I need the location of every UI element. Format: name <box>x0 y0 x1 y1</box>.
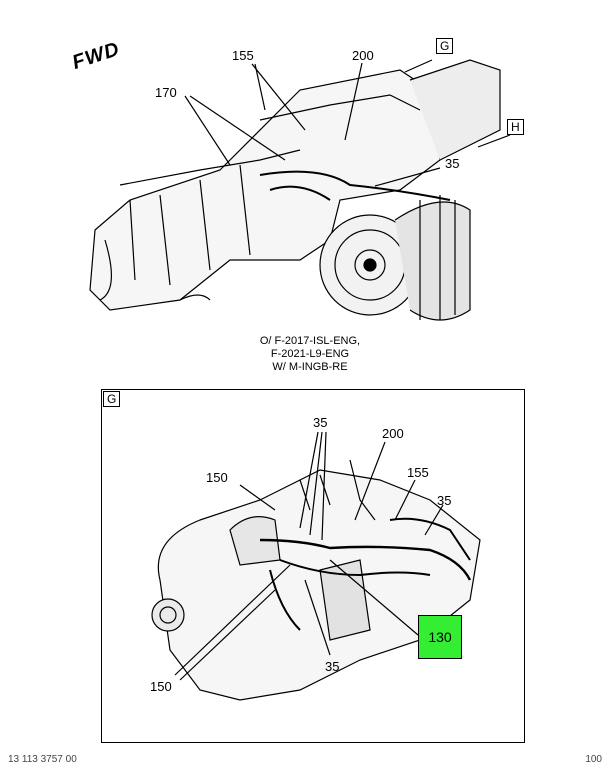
footer-part-number: 13 113 3757 00 <box>8 754 77 765</box>
callout-200-detail: 200 <box>382 426 404 441</box>
ref-box-h: H <box>507 119 524 135</box>
callout-150-detail-top: 150 <box>206 470 228 485</box>
callout-35-detail-top: 35 <box>313 415 328 430</box>
callout-150-detail-bottom: 150 <box>150 679 172 694</box>
callout-35-top: 35 <box>445 156 460 171</box>
caption-line-2: F-2021-L9-ENG <box>270 348 350 360</box>
footer-page-number: 100 <box>585 754 602 765</box>
applicability-caption: O/ F-2017-ISL-ENG, F-2021-L9-ENG W/ M-IN… <box>200 335 420 374</box>
callout-35-detail-right: 35 <box>437 493 452 508</box>
highlighted-callout-130[interactable]: 130 <box>418 615 462 659</box>
caption-line-1: O/ F-2017-ISL-ENG, <box>259 335 361 347</box>
caption-line-3: W/ M-INGB-RE <box>272 361 348 373</box>
ref-box-g: G <box>436 38 454 54</box>
detail-frame-letter: G <box>103 391 121 407</box>
callout-155-top: 155 <box>232 48 254 63</box>
callout-35-detail-bottom: 35 <box>325 659 340 674</box>
callout-200-top: 200 <box>352 48 374 63</box>
detail-view-frame <box>101 389 525 743</box>
callout-170-top: 170 <box>155 85 177 100</box>
callout-155-detail: 155 <box>407 465 429 480</box>
